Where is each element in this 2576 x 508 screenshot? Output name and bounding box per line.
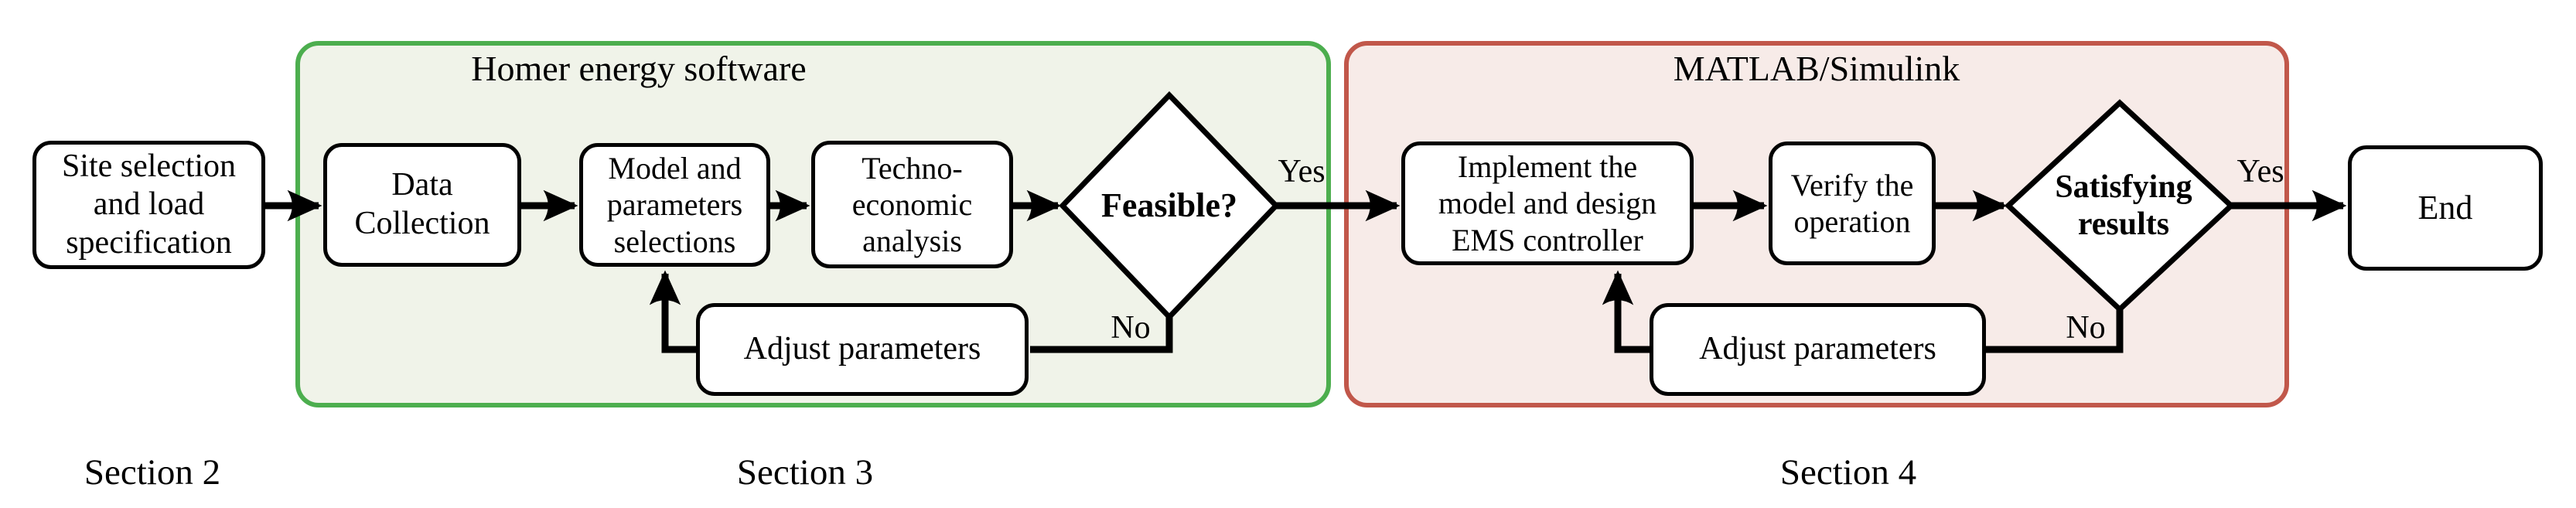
section-2-label: Section 2 <box>84 452 221 493</box>
node-text-line: Techno- <box>862 150 963 186</box>
node-text-line: Adjust parameters <box>743 331 981 367</box>
satisfying-yes-label: Yes <box>2237 154 2284 189</box>
node-verify-operation: Verify the operation <box>1769 141 1936 265</box>
node-text-line: operation <box>1793 204 1911 239</box>
feasible-yes-label: Yes <box>1278 154 1326 189</box>
node-text-line: Adjust parameters <box>1699 331 1936 367</box>
homer-container-title: Homer energy software <box>471 49 807 88</box>
line-adjust2-to-implement <box>1602 270 1651 353</box>
matlab-container-title: MATLAB/Simulink <box>1673 49 1960 88</box>
feasible-no-label: No <box>1111 310 1151 346</box>
satisfying-diamond-shape <box>2004 99 2236 313</box>
node-data-collection: Data Collection <box>323 143 521 267</box>
satisfying-decision-label: Satisfying results <box>2031 152 2216 260</box>
node-text-line: Collection <box>354 206 490 241</box>
node-text-line: Site selection <box>61 148 237 184</box>
node-text-line: Implement the <box>1457 149 1638 185</box>
feasible-decision-label: Feasible? <box>1078 152 1261 260</box>
node-text-line: Satisfying <box>2055 169 2192 205</box>
node-text-line: model and design <box>1438 186 1657 221</box>
node-text-line: analysis <box>862 223 962 259</box>
node-adjust-parameters-matlab: Adjust parameters <box>1650 303 1986 396</box>
node-text-line: selections <box>613 223 736 259</box>
line-satisfying-no-to-adjust2 <box>1984 308 2124 353</box>
node-adjust-parameters-homer: Adjust parameters <box>696 303 1029 396</box>
node-text-line: Data <box>391 167 453 203</box>
node-end: End <box>2348 145 2543 271</box>
line-adjust1-to-model <box>649 270 698 353</box>
section-4-label: Section 4 <box>1779 452 1917 493</box>
satisfying-no-label: No <box>2066 310 2106 346</box>
node-site-selection: Site selection and load specification <box>32 141 265 269</box>
node-text-line: parameters <box>606 187 743 223</box>
node-text-line: Feasible? <box>1101 186 1237 224</box>
node-implement-ems-controller: Implement the model and design EMS contr… <box>1401 141 1694 265</box>
node-text-line: results <box>2077 206 2170 242</box>
node-text-line: EMS controller <box>1452 222 1643 257</box>
feasible-diamond-shape <box>1059 90 1280 322</box>
node-model-parameters-selections: Model and parameters selections <box>579 143 770 267</box>
node-text-line: economic <box>851 186 973 222</box>
line-feasible-no-to-adjust1 <box>1030 315 1173 353</box>
node-text-line: and load <box>93 186 205 223</box>
node-text-line: Model and <box>608 151 742 186</box>
node-text-line: End <box>2417 189 2473 227</box>
node-text-line: specification <box>66 224 232 261</box>
node-techno-economic-analysis: Techno- economic analysis <box>811 141 1013 268</box>
section-3-label: Section 3 <box>736 452 874 493</box>
node-text-line: Verify the <box>1790 167 1914 203</box>
